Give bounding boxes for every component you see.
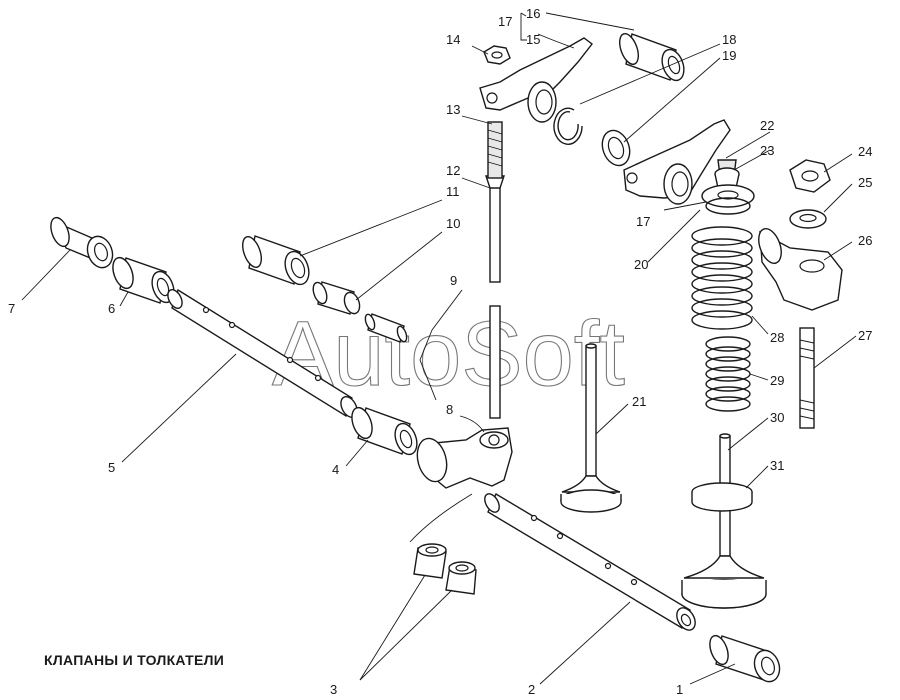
callout-16: 16 [526, 6, 540, 21]
part-21-valve [560, 343, 622, 513]
callout-14: 14 [446, 32, 460, 47]
callout-24: 24 [858, 144, 872, 159]
callout-27: 27 [858, 328, 872, 343]
callout-23: 23 [760, 143, 774, 158]
callout-7: 7 [8, 301, 15, 316]
callout-2: 2 [528, 682, 535, 697]
part-17-rocker-arm [623, 119, 731, 205]
part-20-spring-plate [701, 184, 755, 215]
part-14-nut [483, 45, 511, 65]
callout-31: 31 [770, 458, 784, 473]
callout-3: 3 [330, 682, 337, 697]
callout-26: 26 [858, 233, 872, 248]
part-16-bushing [619, 33, 685, 82]
callout-4: 4 [332, 462, 339, 477]
callout-8: 8 [446, 402, 453, 417]
callout-13: 13 [446, 102, 460, 117]
callout-6: 6 [108, 301, 115, 316]
part-13-adjusting-screw [487, 121, 503, 179]
part-3-bushings [413, 543, 477, 595]
part-11-bushing [242, 235, 310, 286]
leader-lines [21, 12, 857, 685]
callout-28: 28 [770, 330, 784, 345]
part-10-small-sleeve [312, 281, 361, 315]
callout-17-bottom: 17 [636, 214, 650, 229]
part-6-sleeve [112, 256, 175, 304]
part-27-stud [799, 327, 815, 429]
callout-29: 29 [770, 373, 784, 388]
part-24-nut [789, 159, 831, 193]
part-5-rocker-shaft [167, 288, 358, 418]
part-9-pin [364, 313, 408, 343]
part-4-sleeve [351, 406, 418, 456]
callout-22: 22 [760, 118, 774, 133]
part-19-washer [601, 129, 631, 167]
diagram-title: КЛАПАНЫ И ТОЛКАТЕЛИ [44, 652, 225, 668]
callout-25: 25 [858, 175, 872, 190]
callout-30: 30 [770, 410, 784, 425]
part-30-valve [681, 433, 767, 609]
part-28-outer-spring [691, 226, 753, 330]
callout-17-top: 17 [498, 14, 512, 29]
part-18-snap-ring [553, 107, 583, 145]
part-1-bushing [709, 634, 781, 683]
callout-18: 18 [722, 32, 736, 47]
part-26-rocker-support [758, 228, 843, 311]
callout-11: 11 [446, 184, 460, 199]
part-2-rocker-shaft [484, 492, 696, 631]
part-25-washer [789, 209, 827, 229]
callout-10: 10 [446, 216, 460, 231]
callout-5: 5 [108, 460, 115, 475]
part-8-rocker [416, 427, 513, 489]
part-12-pushrod [485, 175, 505, 419]
callout-21: 21 [632, 394, 646, 409]
callout-9: 9 [450, 273, 457, 288]
part-31-valve-seal [691, 482, 753, 512]
callout-12: 12 [446, 163, 460, 178]
callout-20: 20 [634, 257, 648, 272]
part-29-inner-spring [705, 336, 751, 412]
part-15-rocker-arm [479, 37, 593, 123]
callout-15: 15 [526, 32, 540, 47]
callout-19: 19 [722, 48, 736, 63]
part-7-bushing [50, 216, 114, 269]
callout-1: 1 [676, 682, 683, 697]
